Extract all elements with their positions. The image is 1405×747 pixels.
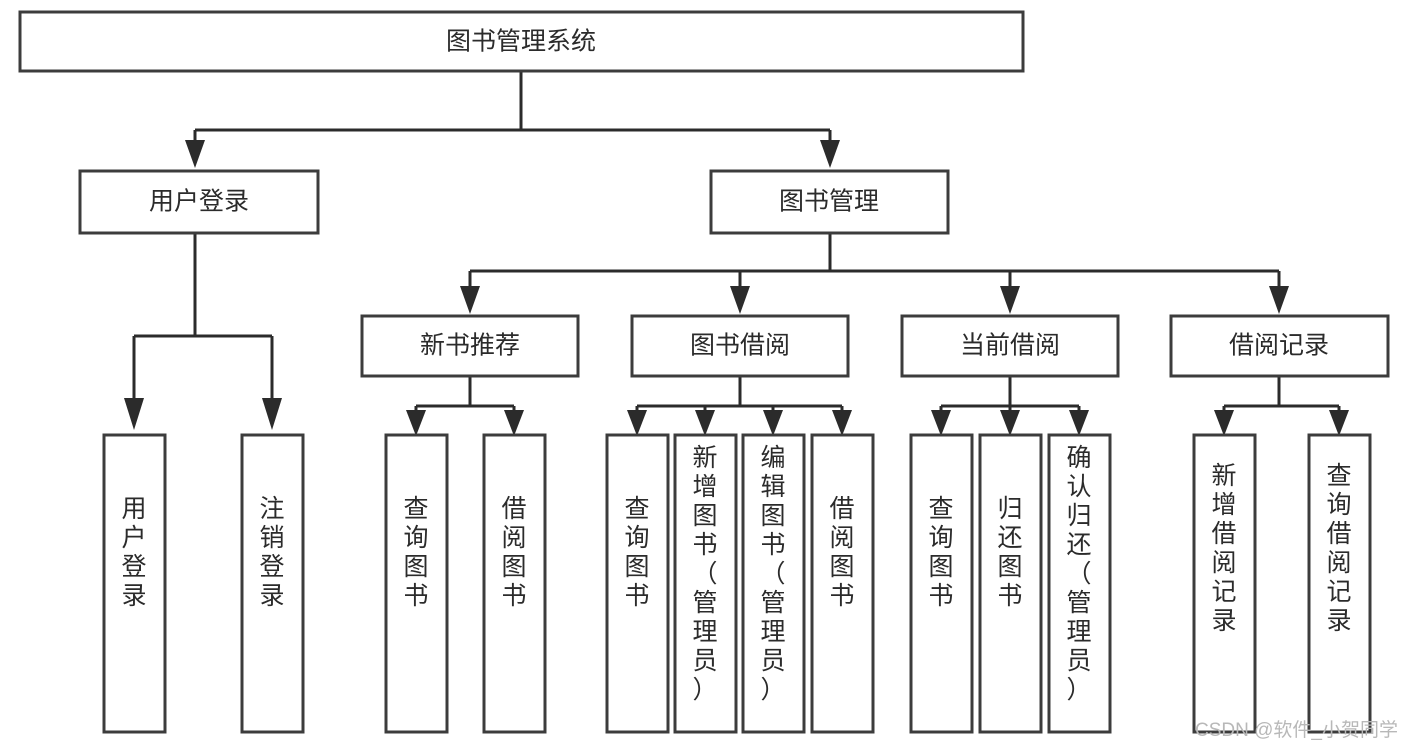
connector-layer — [124, 71, 1349, 436]
node-leaf-user-logout-label: 注销登录 — [259, 495, 284, 610]
node-root-label: 图书管理系统 — [446, 28, 596, 56]
node-leaf-borrow-book-2-box[interactable] — [810, 433, 875, 734]
node-current-borrow-box[interactable] — [900, 314, 1120, 378]
node-book-management-label: 图书管理 — [779, 188, 879, 216]
node-new-book-recommend-box[interactable] — [360, 314, 580, 378]
arrow-leaf-query-record-icon — [1329, 410, 1349, 436]
node-leaf-return-book-box[interactable] — [978, 433, 1043, 734]
node-leaf-add-book-box[interactable] — [673, 433, 738, 734]
node-book-borrow-box[interactable] — [630, 314, 850, 378]
node-leaf-query-book-1[interactable]: 查询图书 — [384, 433, 449, 734]
arrow-leaf-edit-book-icon — [763, 410, 783, 436]
node-leaf-confirm-return-box[interactable] — [1047, 433, 1112, 734]
arrow-leaf-user-logout-icon — [262, 398, 282, 430]
node-user-login-box[interactable] — [78, 169, 320, 235]
node-root-box[interactable] — [18, 10, 1025, 73]
arrow-leaf-query-book-2-icon — [627, 410, 647, 436]
arrow-to-book-borrow-icon — [730, 286, 750, 314]
arrow-leaf-query-book-1-icon — [406, 410, 426, 436]
node-leaf-return-book[interactable]: 归还图书 — [978, 433, 1043, 734]
node-leaf-confirm-return[interactable]: 确认归还（管理员） — [1047, 433, 1112, 734]
node-leaf-query-book-3-box[interactable] — [909, 433, 974, 734]
node-leaf-query-book-3-label: 查询图书 — [928, 495, 953, 610]
arrow-leaf-confirm-return-icon — [1069, 410, 1089, 436]
node-leaf-add-record-box[interactable] — [1192, 433, 1257, 734]
node-leaf-edit-book-label: 编辑图书（管理员） — [760, 444, 785, 704]
arrow-leaf-borrow-book-1-icon — [504, 410, 524, 436]
node-leaf-user-login-box[interactable] — [102, 433, 167, 734]
node-borrow-record[interactable]: 借阅记录 — [1169, 314, 1390, 378]
arrow-to-new-book-recommend-icon — [460, 286, 480, 314]
node-leaf-query-book-2-box[interactable] — [605, 433, 670, 734]
node-leaf-borrow-book-2-label: 借阅图书 — [829, 495, 854, 610]
arrow-to-book-management-icon — [820, 140, 840, 168]
node-leaf-borrow-book-1-box[interactable] — [482, 433, 547, 734]
node-book-borrow-label: 图书借阅 — [690, 332, 790, 360]
node-leaf-user-login[interactable]: 用户登录 — [102, 433, 167, 734]
node-leaf-query-record[interactable]: 查询借阅记录 — [1307, 433, 1372, 734]
node-borrow-record-label: 借阅记录 — [1229, 332, 1329, 360]
node-leaf-user-login-label: 用户登录 — [121, 495, 146, 610]
node-leaf-borrow-book-1-label: 借阅图书 — [501, 495, 526, 610]
node-leaf-query-book-2[interactable]: 查询图书 — [605, 433, 670, 734]
node-book-management-box[interactable] — [709, 169, 950, 235]
node-leaf-borrow-book-1[interactable]: 借阅图书 — [482, 433, 547, 734]
node-current-borrow[interactable]: 当前借阅 — [900, 314, 1120, 378]
node-root[interactable]: 图书管理系统 — [18, 10, 1025, 73]
node-leaf-add-record[interactable]: 新增借阅记录 — [1192, 433, 1257, 734]
node-leaf-add-book[interactable]: 新增图书（管理员） — [673, 433, 738, 734]
node-leaf-confirm-return-label: 确认归还（管理员） — [1066, 444, 1091, 704]
csdn-watermark: CSDN @软件_小贺同学 — [1195, 719, 1398, 741]
node-leaf-query-record-label: 查询借阅记录 — [1326, 462, 1351, 635]
arrow-to-user-login-icon — [185, 140, 205, 168]
node-leaf-query-book-2-label: 查询图书 — [624, 495, 649, 610]
arrow-leaf-query-book-3-icon — [931, 410, 951, 436]
node-book-borrow[interactable]: 图书借阅 — [630, 314, 850, 378]
node-leaf-add-record-label: 新增借阅记录 — [1211, 462, 1236, 635]
node-book-management[interactable]: 图书管理 — [709, 169, 950, 235]
arrow-leaf-add-record-icon — [1214, 410, 1234, 436]
arrow-to-borrow-record-icon — [1269, 286, 1289, 314]
node-current-borrow-label: 当前借阅 — [960, 332, 1060, 360]
node-user-login-label: 用户登录 — [149, 188, 249, 216]
arrow-to-current-borrow-icon — [1000, 286, 1020, 314]
node-leaf-query-book-1-box[interactable] — [384, 433, 449, 734]
node-leaf-user-logout[interactable]: 注销登录 — [240, 433, 305, 734]
node-leaf-edit-book-box[interactable] — [741, 433, 806, 734]
arrow-leaf-user-login-icon — [124, 398, 144, 430]
node-leaf-query-record-box[interactable] — [1307, 433, 1372, 734]
node-borrow-record-box[interactable] — [1169, 314, 1390, 378]
node-leaf-return-book-label: 归还图书 — [997, 495, 1022, 610]
node-leaf-edit-book[interactable]: 编辑图书（管理员） — [741, 433, 806, 734]
arrow-leaf-add-book-icon — [695, 410, 715, 436]
node-new-book-recommend[interactable]: 新书推荐 — [360, 314, 580, 378]
arrow-leaf-borrow-book-2-icon — [832, 410, 852, 436]
node-leaf-user-logout-box[interactable] — [240, 433, 305, 734]
node-new-book-recommend-label: 新书推荐 — [420, 332, 520, 360]
node-leaf-query-book-3[interactable]: 查询图书 — [909, 433, 974, 734]
arrow-leaf-return-book-icon — [1000, 410, 1020, 436]
node-leaf-add-book-label: 新增图书（管理员） — [692, 444, 717, 704]
node-leaf-borrow-book-2[interactable]: 借阅图书 — [810, 433, 875, 734]
node-user-login[interactable]: 用户登录 — [78, 169, 320, 235]
node-leaf-query-book-1-label: 查询图书 — [403, 495, 428, 610]
